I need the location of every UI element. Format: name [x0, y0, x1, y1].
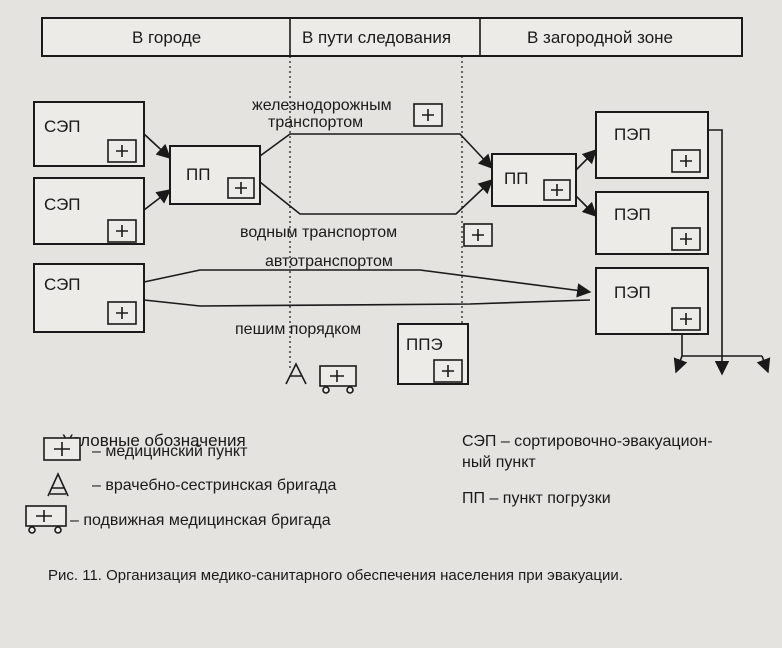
pp-node-suburban: ПП: [491, 153, 577, 207]
med-point-icon: [671, 227, 701, 251]
zone-suburban-label: В загородной зоне: [527, 28, 673, 47]
pep-connector: [708, 129, 723, 356]
arrow-pp-pep1: [575, 148, 598, 171]
zone-header: В городе В пути следования В загородной …: [41, 17, 743, 57]
auto-route-label: автотранспортом: [265, 253, 393, 270]
ppe-node: ППЭ: [397, 323, 469, 385]
pep-node-1: ПЭП: [595, 111, 709, 179]
water-route-arrow: [259, 179, 494, 215]
zone-route-label: В пути следования: [302, 28, 451, 47]
rail-route-arrow: [259, 133, 493, 170]
rail-label-line2: транспортом: [268, 114, 363, 131]
med-point-icon: [107, 301, 137, 325]
sep-label-3: СЭП: [44, 275, 81, 294]
figure-caption: Рис. 11. Организация медико-санитарного …: [48, 567, 623, 584]
sep-node-1: СЭП: [33, 101, 145, 167]
foot-route-label: пешим порядком: [235, 321, 361, 338]
med-point-icon: [671, 307, 701, 331]
pep-label-2: ПЭП: [614, 205, 651, 224]
legend-sep-definition-2: ный пункт: [462, 454, 536, 471]
pp-node-city: ПП: [169, 145, 261, 205]
zone-header-frame: [41, 17, 743, 57]
arrow-sep2-pp: [143, 189, 172, 211]
sep-node-2: СЭП: [33, 177, 145, 245]
med-point-icon: [43, 437, 81, 461]
arrow-sep1-pp: [143, 133, 172, 159]
sep-label-2: СЭП: [44, 195, 81, 214]
pep-label-1: ПЭП: [614, 125, 651, 144]
sep-label-1: СЭП: [44, 117, 81, 136]
med-point-icon: [463, 223, 493, 247]
branch-arrow-3: [756, 355, 771, 374]
brigade-icon: [285, 362, 307, 385]
brigade-icon: [47, 472, 69, 497]
pep-node-2: ПЭП: [595, 191, 709, 255]
pp-label-city: ПП: [186, 165, 210, 184]
zone-city-label: В городе: [132, 28, 201, 47]
legend-pp-definition: ПП – пункт погрузки: [462, 490, 611, 507]
med-point-icon: [543, 179, 571, 201]
arrow-pp-pep2: [575, 195, 598, 218]
med-point-icon: [413, 103, 443, 127]
ambulance-icon: [319, 365, 357, 394]
rail-label-line1: железнодорожным: [252, 97, 392, 114]
med-point-icon: [433, 359, 463, 383]
ambulance-icon: [25, 505, 67, 534]
legend-med-point: – медицинский пункт: [92, 443, 248, 460]
pp-label-suburban: ПП: [504, 169, 528, 188]
legend-brigade: – врачебно-сестринская бригада: [92, 477, 337, 494]
ppe-label: ППЭ: [406, 335, 443, 354]
pep-label-3: ПЭП: [614, 283, 651, 302]
med-point-icon: [671, 149, 701, 173]
legend-title: Условные обозначения: [62, 431, 246, 450]
legend-mobile-brigade: – подвижная медицинская бригада: [70, 512, 331, 529]
auto-route-lower-line: [143, 299, 591, 307]
legend-sep-definition-1: СЭП – сортировочно-эвакуацион-: [462, 433, 713, 450]
med-point-icon: [227, 177, 255, 199]
water-route-label: водным транспортом: [240, 224, 397, 241]
med-point-icon: [107, 139, 137, 163]
med-point-icon: [107, 219, 137, 243]
auto-route-arrow: [143, 269, 592, 298]
sep-node-3: СЭП: [33, 263, 145, 333]
pep-node-3: ПЭП: [595, 267, 709, 335]
branch-arrow-1: [673, 355, 688, 374]
